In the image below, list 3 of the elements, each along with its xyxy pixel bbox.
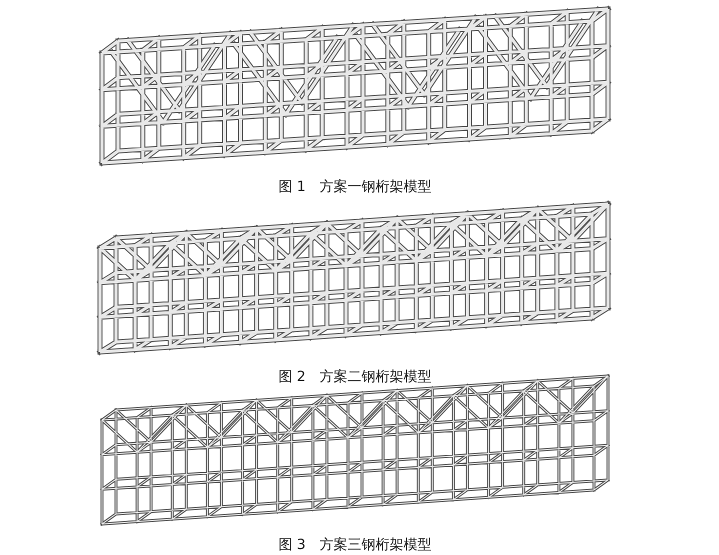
- figure-caption: 图 2 方案二钢桁架模型: [278, 368, 432, 386]
- figure-caption: 图 1 方案一钢桁架模型: [278, 178, 432, 196]
- figure-caption: 图 3 方案三钢桁架模型: [278, 536, 432, 554]
